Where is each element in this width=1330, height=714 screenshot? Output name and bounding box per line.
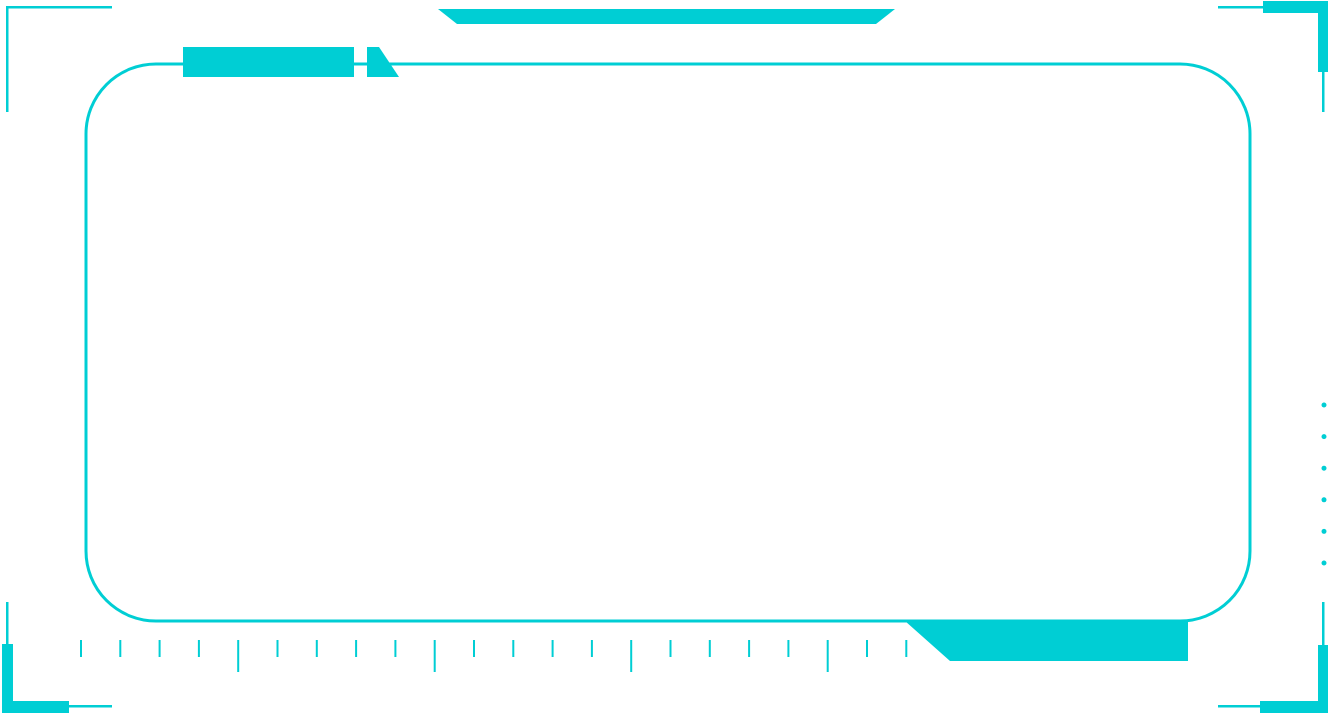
side-dot bbox=[1321, 497, 1327, 503]
ruler-tick bbox=[315, 640, 318, 657]
ruler-major-tick bbox=[826, 640, 829, 672]
ruler-tick bbox=[590, 640, 593, 657]
ruler-tick bbox=[708, 640, 711, 657]
ruler-major-tick bbox=[237, 640, 240, 672]
ruler-tick bbox=[787, 640, 790, 657]
side-dot bbox=[1321, 402, 1327, 408]
ruler-tick bbox=[355, 640, 358, 657]
side-dot bbox=[1321, 465, 1327, 471]
ruler-tick bbox=[905, 640, 908, 657]
bottom-ruler bbox=[80, 640, 908, 672]
ruler-major-tick bbox=[433, 640, 436, 672]
bottom-right-tab bbox=[905, 621, 1188, 661]
corner-bottom-left bbox=[2, 602, 112, 713]
corner-top-left bbox=[6, 6, 112, 112]
ruler-tick bbox=[473, 640, 475, 657]
ruler-tick bbox=[748, 640, 751, 657]
ruler-tick bbox=[394, 640, 397, 657]
side-dot bbox=[1321, 560, 1327, 566]
ruler-tick bbox=[158, 640, 161, 657]
ruler-tick bbox=[551, 640, 554, 657]
side-dots bbox=[1321, 402, 1327, 566]
ruler-tick bbox=[80, 640, 82, 657]
main-panel-border bbox=[84, 62, 1252, 623]
side-dot bbox=[1321, 528, 1327, 534]
corner-top-right bbox=[1218, 1, 1328, 112]
title-tab-bar bbox=[183, 47, 354, 77]
top-center-trapezoid bbox=[438, 9, 895, 24]
ruler-major-tick bbox=[630, 640, 633, 672]
corner-bottom-right bbox=[1218, 602, 1328, 713]
side-dot bbox=[1321, 434, 1327, 440]
ruler-tick bbox=[669, 640, 672, 657]
ruler-tick bbox=[276, 640, 279, 657]
ruler-tick bbox=[119, 640, 122, 657]
title-tab-slant bbox=[367, 47, 399, 77]
ruler-tick bbox=[512, 640, 515, 657]
ruler-tick bbox=[866, 640, 868, 657]
ruler-tick bbox=[197, 640, 200, 657]
